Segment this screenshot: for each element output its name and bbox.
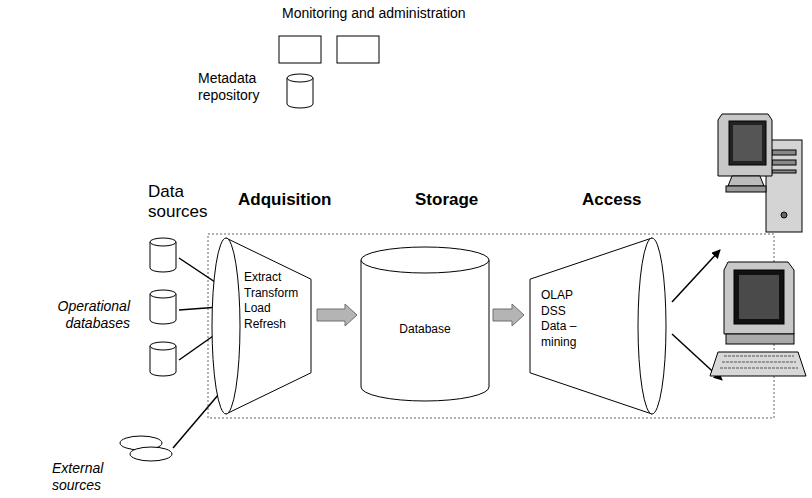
external-source-disks <box>120 436 172 461</box>
storage-name: Database <box>360 322 490 338</box>
column-heading: Data sources <box>148 182 210 223</box>
computer-icon <box>718 114 802 232</box>
access-funnel: AccessOLAP DSS Data – mining <box>527 236 669 416</box>
storage-cylinder: StorageDatabase <box>360 246 490 402</box>
block-arrow <box>493 304 524 326</box>
repository-label: Metadata repository <box>198 70 274 104</box>
metadata-cylinder <box>287 74 313 108</box>
computer-icon <box>710 262 806 376</box>
warehouse-boundary <box>208 234 774 418</box>
column-heading: Storage <box>415 189 478 211</box>
tool-list: OLAP DSS Data – mining <box>541 288 591 350</box>
block-arrow <box>317 304 357 326</box>
database-cylinders <box>150 238 176 376</box>
column-heading: Access <box>582 189 642 211</box>
monitoring-box <box>279 36 321 63</box>
section-label: Monitoring and administration <box>282 5 466 22</box>
administration-box <box>337 36 379 63</box>
output-arrows <box>672 250 722 380</box>
source-label: Operational databases <box>44 298 130 332</box>
process-list: Extract Transform Load Refresh <box>244 270 298 332</box>
column-heading: Adquisition <box>238 189 331 211</box>
source-label: External sources <box>52 460 124 494</box>
acquisition-funnel: AdquisitionExtract Transform Load Refres… <box>210 236 314 416</box>
